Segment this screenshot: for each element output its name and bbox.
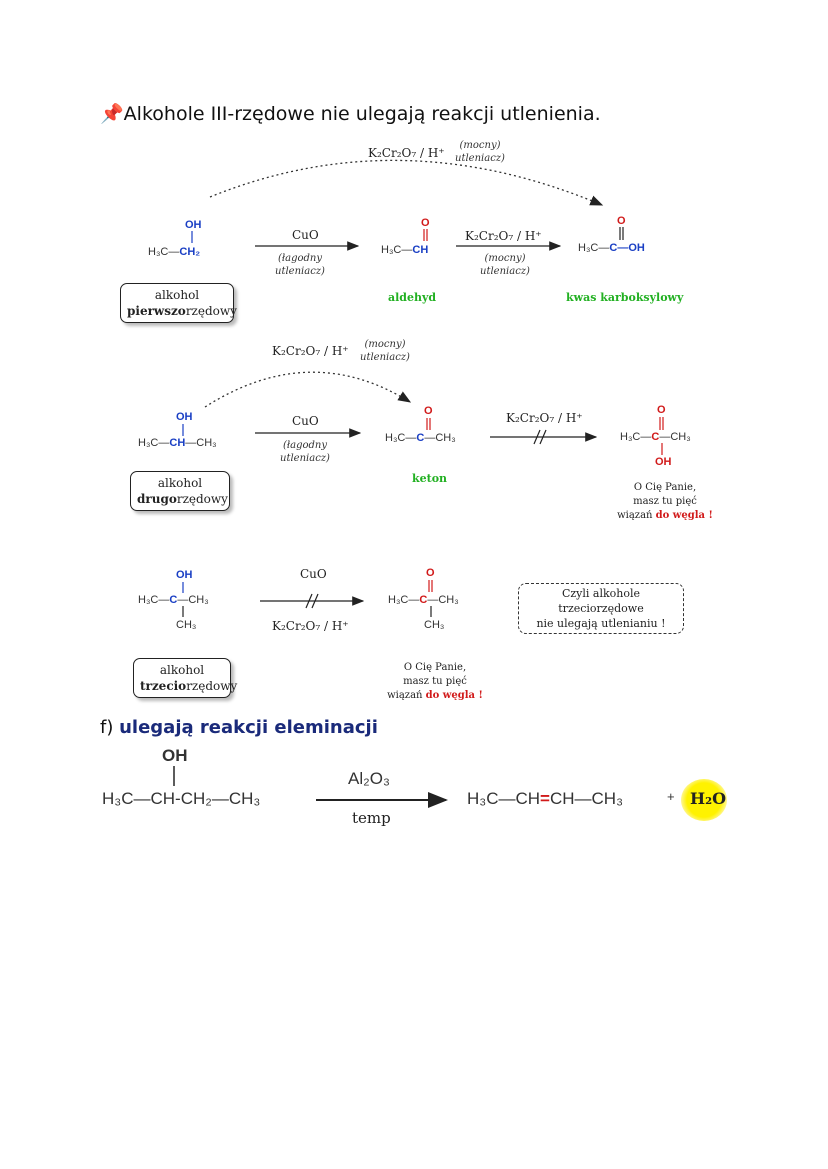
secondary-top-note: (mocny) utleniacz) (360, 339, 410, 363)
elimination-oh: OH (162, 746, 188, 765)
label-tertiary-alcohol: alkohol trzeciorzędowy (133, 658, 237, 698)
block-slash-s1 (533, 429, 541, 445)
tertiary-ch3: CH₃ (176, 619, 197, 631)
note-tertiary: O Cię Panie, masz tu pięć wiązań do węgl… (387, 662, 483, 701)
tertiary-oh: OH (176, 569, 193, 581)
pin-icon: 📌 (100, 103, 124, 125)
elimination-heading: f) ulegają reakcji eleminacji (100, 717, 378, 738)
tertiary-reagent-k2cr2o7: K₂Cr₂O₇ / H⁺ (272, 619, 349, 633)
tertiary-hyp-o: O (426, 567, 435, 579)
aldehyde-o: O (421, 217, 430, 229)
primary-reagent-k2cr2o7: K₂Cr₂O₇ / H⁺ (465, 229, 542, 243)
ketone-formula: H₃C—C—CH₃ (385, 432, 456, 444)
secondary-oh: OH (176, 411, 193, 423)
block-slash-t2 (311, 593, 319, 609)
conclusion-box: Czyli alkohole trzeciorzędowe nie ulegaj… (518, 583, 684, 634)
block-slash-t1 (305, 593, 313, 609)
water-highlight (681, 779, 727, 821)
secondary-condition: (łagodny utleniacz) (280, 440, 330, 464)
tertiary-alcohol-formula: H₃C—C—CH₃ (138, 594, 209, 606)
elimination-product: H₃C—CH=CH—CH₃ (467, 789, 623, 808)
tertiary-reagent-cuo: CuO (300, 567, 327, 581)
secondary-reagent-cuo: CuO (292, 414, 319, 428)
note-secondary: O Cię Panie, masz tu pięć wiązań do węgl… (617, 482, 713, 521)
label-primary-alcohol: alkohol pierwszorzędowy (120, 283, 237, 323)
elimination-water: H₂O (690, 789, 727, 808)
hyp-ketone-o: O (657, 404, 666, 416)
dotted-arc-primary (209, 159, 604, 206)
page-title: 📌Alkohole III-rzędowe nie ulegają reakcj… (100, 103, 601, 125)
acid-formula: H₃C—C—OH (578, 242, 645, 254)
dotted-arc-secondary (204, 371, 412, 408)
label-carboxylic-acid: kwas karboksylowy (566, 291, 684, 304)
top-reagent: K₂Cr₂O₇ / H⁺ (368, 146, 445, 160)
elimination-catalyst: Al₂O₃ (348, 769, 390, 788)
primary-condition-2: (mocny) utleniacz) (480, 253, 530, 277)
tertiary-hyp-formula: H₃C—C—CH₃ (388, 594, 459, 606)
aldehyde-formula: H₃C—CH (381, 244, 429, 256)
tertiary-hyp-ch3: CH₃ (424, 619, 445, 631)
primary-alcohol-formula: H₃C—CH₂ (148, 246, 201, 258)
label-aldehyde: aldehyd (388, 291, 437, 304)
secondary-top-reagent: K₂Cr₂O₇ / H⁺ (272, 344, 349, 358)
secondary-alcohol-formula: H₃C—CH—CH₃ (138, 437, 217, 449)
acid-o: O (617, 215, 626, 227)
label-secondary-alcohol: alkohol drugorzędowy (130, 471, 230, 511)
elimination-plus: + (667, 789, 675, 804)
block-slash-s2 (539, 429, 547, 445)
primary-condition: (łagodny utleniacz) (275, 253, 325, 277)
top-reagent-note: (mocny) utleniacz) (455, 140, 505, 164)
secondary-reagent-k2cr2o7: K₂Cr₂O₇ / H⁺ (506, 411, 583, 425)
ketone-o: O (424, 405, 433, 417)
elimination-reactant: H₃C—CH-CH₂—CH₃ (102, 789, 261, 808)
hyp-secondary-oh: OH (655, 456, 672, 468)
label-ketone: keton (412, 472, 448, 485)
primary-reagent-cuo: CuO (292, 228, 319, 242)
hyp-secondary-formula: H₃C—C—CH₃ (620, 431, 691, 443)
elimination-condition: temp (352, 809, 391, 827)
primary-oh: OH (185, 219, 202, 231)
